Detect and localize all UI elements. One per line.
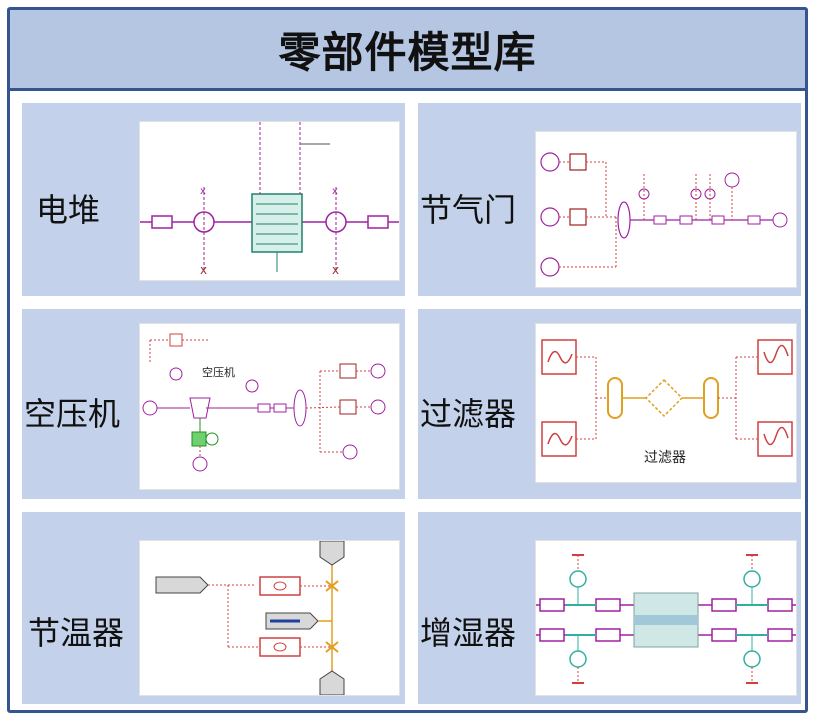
humidifier-diagram [535, 540, 797, 696]
component-label-filter: 过滤器 [420, 395, 517, 433]
component-card-thermostat[interactable]: 节温器 [22, 512, 405, 704]
component-label-thermostat: 节温器 [28, 614, 125, 652]
svg-text:x: x [200, 186, 206, 197]
svg-text:x: x [332, 186, 338, 197]
svg-text:x: x [332, 263, 339, 277]
svg-text:x: x [200, 263, 207, 277]
throttle-diagram [535, 131, 797, 288]
component-label-throttle: 节气门 [420, 191, 517, 229]
title-bar: 零部件模型库 [10, 10, 805, 91]
component-card-filter[interactable]: 过滤器 [418, 309, 801, 499]
component-card-compressor[interactable]: 空压机 空压机 [22, 309, 405, 499]
stack-diagram: x x x x [139, 121, 400, 281]
compressor-diagram-label: 空压机 [202, 365, 235, 379]
component-card-throttle[interactable]: 节气门 [418, 103, 801, 296]
component-card-stack[interactable]: 电堆 x x x x [22, 103, 405, 296]
component-card-humidifier[interactable]: 增湿器 [418, 512, 801, 704]
page-title: 零部件模型库 [278, 27, 537, 77]
filter-diagram: 过滤器 [535, 323, 797, 483]
component-label-stack: 电堆 [36, 191, 101, 229]
filter-diagram-label: 过滤器 [644, 450, 686, 466]
compressor-diagram: 空压机 [139, 323, 400, 490]
component-label-humidifier: 增湿器 [420, 614, 517, 652]
model-library-frame: 零部件模型库 电堆 x x x x [7, 7, 808, 713]
component-label-compressor: 空压机 [24, 395, 121, 433]
thermostat-diagram [139, 540, 400, 696]
